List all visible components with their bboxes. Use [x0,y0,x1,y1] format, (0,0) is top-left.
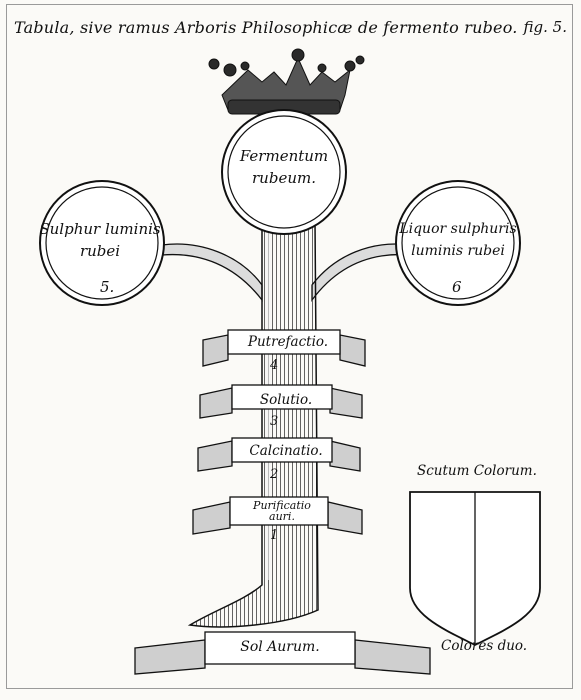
left-branch [161,243,263,302]
stage-number-1: 1 [270,528,279,543]
banner-solutio [199,384,363,419]
stage-number-4: 4 [270,358,279,373]
left-circle-label: Sulphur luminis rubei [38,218,162,262]
left-circle-line2: rubei [79,242,121,260]
center-circle-line2: rubeum. [252,169,316,187]
plate-border [6,4,573,689]
center-circle [221,109,347,235]
right-circle-label: Liquor sulphuris luminis rubei [393,218,523,262]
right-circle-number: 6 [452,278,462,296]
banner-sol-aurum-label: Sol Aurum. [240,639,320,655]
right-circle [395,180,521,306]
stage-number-3: 3 [270,414,279,429]
left-circle [39,180,165,306]
left-circle-number: 5. [100,278,115,296]
shield-of-colours [409,491,541,647]
figure-number: fig. 5. [523,18,567,36]
left-circle-line1: Sulphur luminis [39,220,161,238]
plate-title: Tabula, sive ramus Arboris Philosophicæ … [14,18,518,37]
banner-putrefactio [202,329,366,367]
shield-title: Scutum Colorum. [417,463,537,479]
center-circle-line1: Fermentum [239,147,329,165]
banner-purificatio [192,496,363,535]
banner-putrefactio-label: Putrefactio. [247,334,329,350]
banner-purificatio-label: Purificatio auri. [232,500,332,522]
shield-caption: Colores duo. [441,638,528,654]
banner-solutio-label: Solutio. [259,392,313,408]
crown [208,48,365,115]
banner-calcinatio-label: Calcinatio. [249,443,323,459]
right-circle-line1: Liquor sulphuris [399,221,517,237]
banner-purificatio-line2: auri. [269,510,295,523]
center-circle-label: Fermentum rubeum. [222,145,346,189]
trunk [187,221,319,628]
right-circle-line2: luminis rubei [411,243,505,259]
banner-sol-aurum [134,631,431,675]
stage-number-2: 2 [270,467,279,482]
banner-calcinatio [197,437,361,472]
banner-purificatio-line1: Purificatio [253,499,311,512]
